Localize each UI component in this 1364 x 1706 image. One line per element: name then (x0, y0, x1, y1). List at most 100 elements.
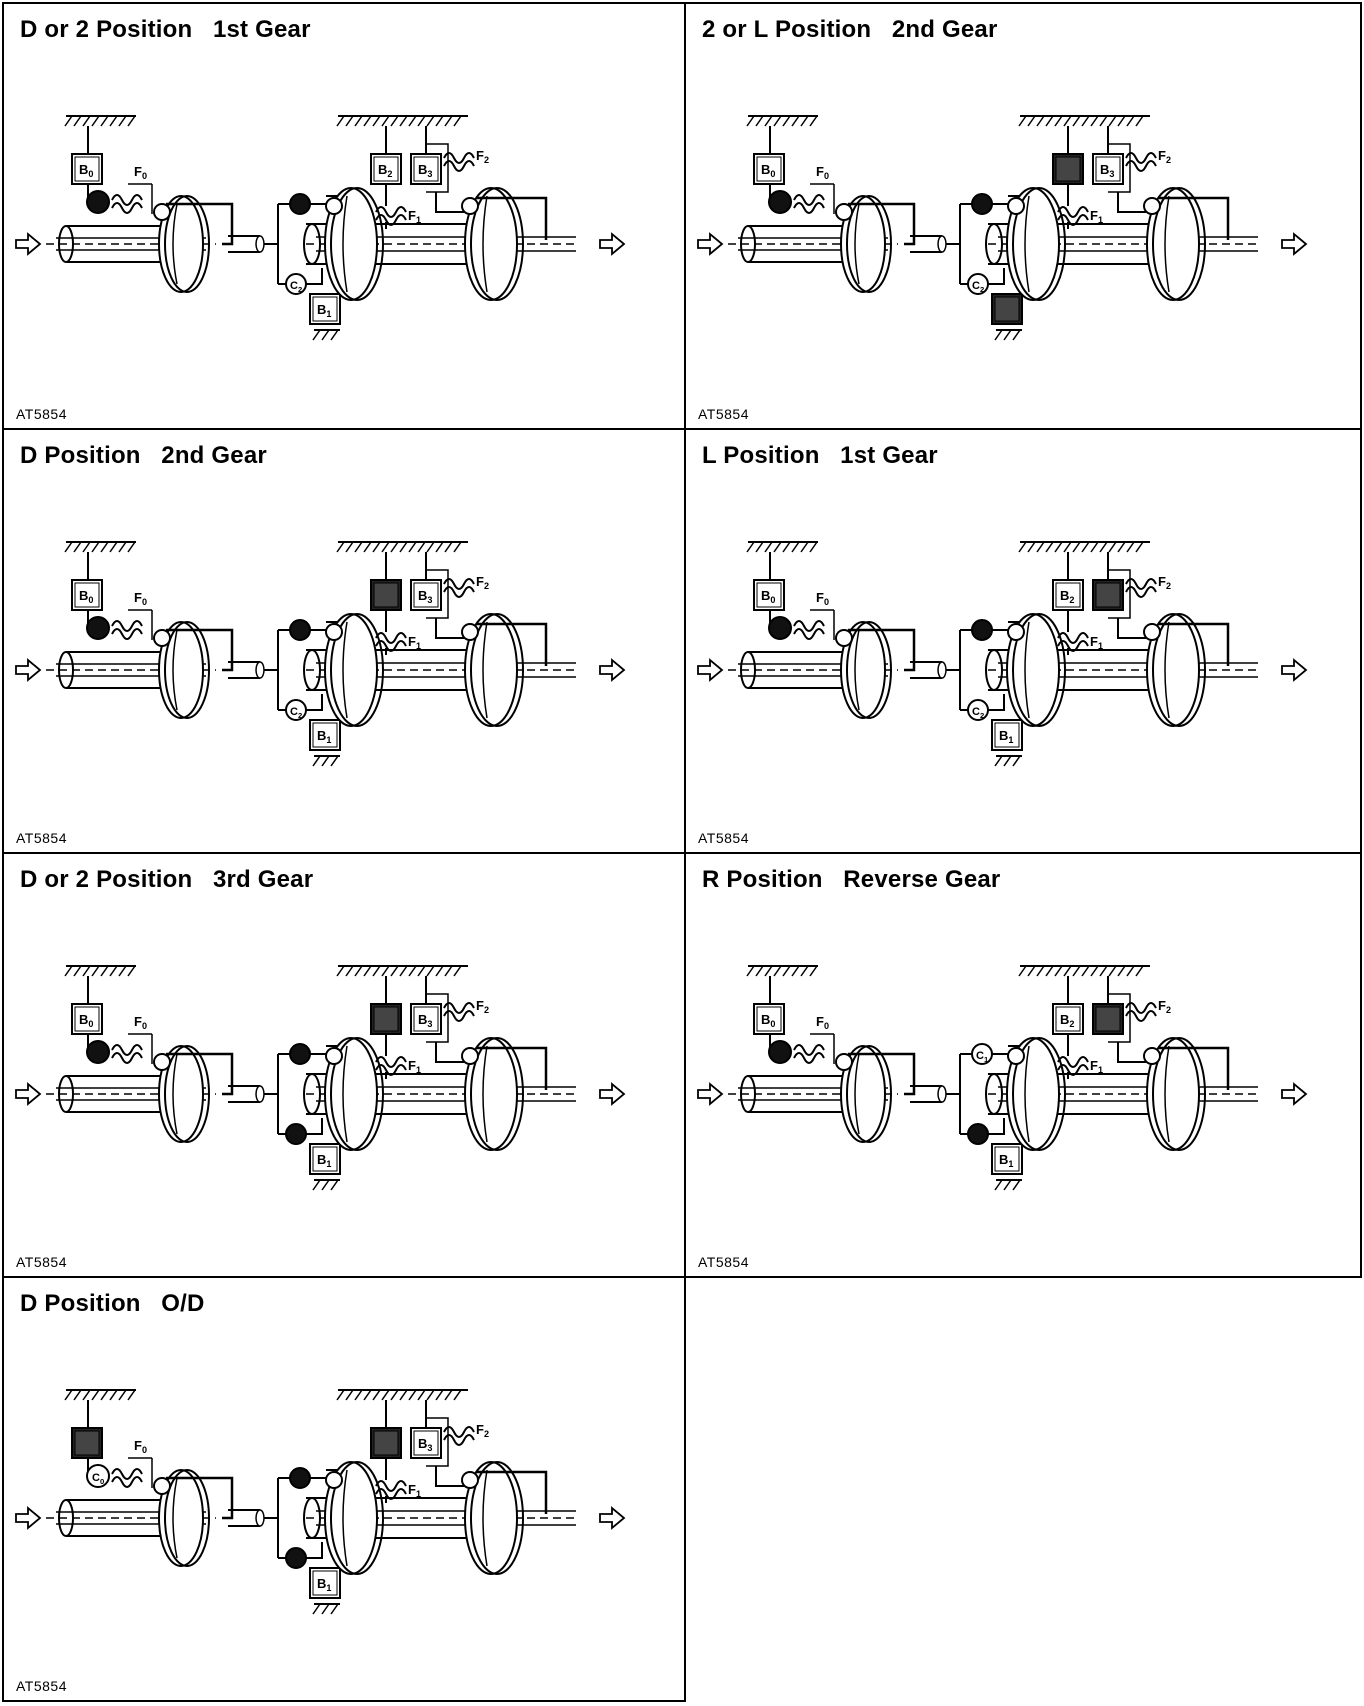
rear-pinion-2 (1144, 198, 1160, 214)
gear-train-diagram: B0F0C2B1B2F1F2 (698, 520, 1348, 800)
panel-title: R Position Reverse Gear (702, 866, 1000, 894)
f2-label: F2 (1158, 998, 1171, 1015)
ground-hatch (313, 756, 320, 766)
ground-hatch (774, 116, 781, 126)
panel-d2-1st-gear: D or 2 Position 1st Gear B0F0C2B1B2F1B3F… (2, 2, 686, 430)
ground-hatch (1028, 542, 1035, 552)
ground-hatch (101, 542, 108, 552)
ground-hatch (119, 1390, 126, 1400)
ground-hatch (391, 966, 398, 976)
ground-hatch (1004, 756, 1011, 766)
panel-title: D or 2 Position 1st Gear (20, 16, 311, 44)
ground-hatch (373, 116, 380, 126)
f2-label: F2 (1158, 574, 1171, 591)
ground-hatch (454, 116, 461, 126)
ground-hatch (1055, 542, 1062, 552)
ground-hatch (792, 542, 799, 552)
ground-hatch (1046, 966, 1053, 976)
ground-hatch (322, 330, 329, 340)
c2-clutch (286, 1124, 306, 1144)
panel-title: L Position 1st Gear (702, 442, 938, 470)
ground-hatch (346, 966, 353, 976)
ground-hatch (83, 1390, 90, 1400)
b3-brake-box-inner (1096, 1007, 1120, 1031)
gear-train-diagram: B0F0C1B1B2F1F2 (698, 944, 1348, 1224)
c0-clutch (87, 617, 109, 639)
ground-hatch (110, 542, 117, 552)
ground-hatch (337, 542, 344, 552)
ground-hatch (128, 116, 135, 126)
ground-hatch (747, 966, 754, 976)
ground-hatch (801, 116, 808, 126)
ground-hatch (1055, 966, 1062, 976)
b0-brake-box-inner (75, 1431, 99, 1455)
c1-clutch (290, 1044, 310, 1064)
output-arrow (600, 1508, 624, 1528)
ground-hatch (418, 116, 425, 126)
ground-hatch (92, 542, 99, 552)
b2-brake-box-inner (374, 1007, 398, 1031)
ground-hatch (1046, 542, 1053, 552)
ground-hatch (1082, 966, 1089, 976)
ground-hatch (409, 966, 416, 976)
ground-hatch (436, 542, 443, 552)
ground-hatch (128, 542, 135, 552)
c1-clutch (972, 620, 992, 640)
f0-label: F0 (134, 164, 147, 181)
ground-hatch (1013, 1180, 1020, 1190)
intermediate-shaft-end (256, 1510, 264, 1526)
ground-hatch (747, 116, 754, 126)
front-pinion (154, 1054, 170, 1070)
ground-hatch (1004, 1180, 1011, 1190)
ground-hatch (454, 1390, 461, 1400)
panel-d-2nd-gear: D Position 2nd Gear B0F0C2B1F1B3F2 AT585… (2, 428, 686, 854)
c2-output (988, 694, 1004, 710)
ground-hatch (346, 1390, 353, 1400)
f1-label: F1 (1090, 208, 1103, 225)
ground-hatch (337, 116, 344, 126)
ground-hatch (1013, 756, 1020, 766)
ground-hatch (1136, 542, 1143, 552)
c1-clutch (290, 194, 310, 214)
ground-hatch (445, 116, 452, 126)
ground-hatch (765, 966, 772, 976)
ground-hatch (436, 966, 443, 976)
f1-label: F1 (408, 634, 421, 651)
input-arrow (698, 1084, 722, 1104)
ground-hatch (1100, 116, 1107, 126)
ground-hatch (83, 116, 90, 126)
ground-hatch (83, 966, 90, 976)
ground-hatch (765, 116, 772, 126)
ground-hatch (400, 116, 407, 126)
ground-hatch (391, 116, 398, 126)
ground-hatch (382, 116, 389, 126)
ground-hatch (346, 542, 353, 552)
ground-hatch (1037, 542, 1044, 552)
output-arrow (1282, 1084, 1306, 1104)
panel-title: D Position O/D (20, 1290, 205, 1318)
ground-hatch (65, 966, 72, 976)
ground-hatch (801, 966, 808, 976)
input-arrow (16, 1508, 40, 1528)
ground-hatch (1118, 116, 1125, 126)
ground-hatch (1028, 116, 1035, 126)
ground-hatch (765, 542, 772, 552)
ground-hatch (1019, 116, 1026, 126)
ground-hatch (391, 1390, 398, 1400)
ground-hatch (454, 966, 461, 976)
rear-pinion-2 (462, 1472, 478, 1488)
c0-clutch (87, 191, 109, 213)
ground-hatch (1019, 966, 1026, 976)
ground-hatch (409, 116, 416, 126)
ground-hatch (92, 966, 99, 976)
ground-hatch (1064, 542, 1071, 552)
ground-hatch (1091, 966, 1098, 976)
ground-hatch (119, 966, 126, 976)
ground-hatch (1127, 542, 1134, 552)
ground-hatch (427, 1390, 434, 1400)
rear-pinion-1 (326, 198, 342, 214)
c1-clutch (290, 1468, 310, 1488)
